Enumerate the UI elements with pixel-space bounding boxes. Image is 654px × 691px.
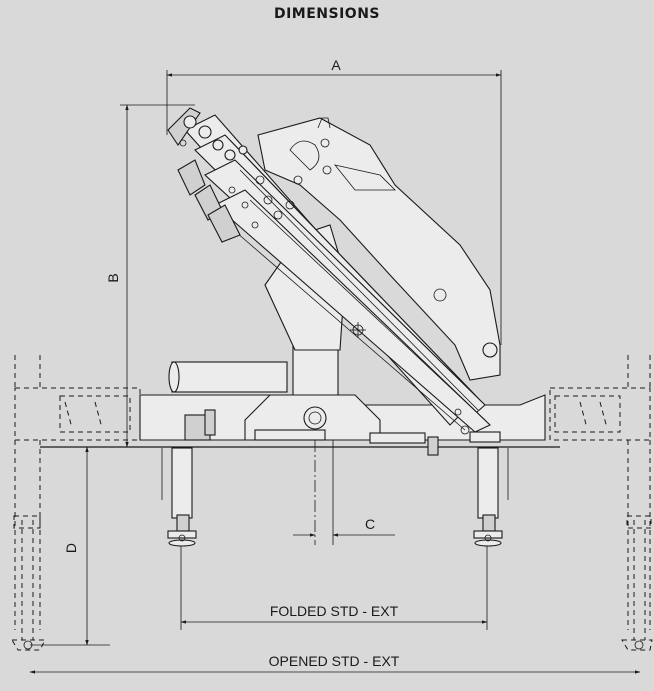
dimension-d: D (30, 446, 110, 646)
boom-head (167, 107, 303, 243)
stabilizer-left-folded (161, 447, 197, 547)
dimension-c-label: C (365, 516, 375, 532)
dimension-d-label: D (63, 543, 79, 553)
dimension-b-label: B (105, 273, 121, 282)
stabilizer-right-folded (473, 447, 509, 547)
outrigger-right-extended (549, 355, 653, 651)
dimension-opened-label: OPENED STD - EXT (269, 653, 400, 669)
dimension-opened: OPENED STD - EXT (29, 653, 641, 674)
dimension-a: A (166, 57, 502, 345)
dimension-b: B (105, 104, 195, 448)
folded-boom (184, 114, 501, 435)
dimension-folded-label: FOLDED STD - EXT (270, 603, 399, 619)
dimension-folded: FOLDED STD - EXT (180, 545, 488, 630)
page-title: DIMENSIONS (273, 6, 381, 22)
outrigger-left-extended (11, 355, 141, 651)
dimension-a-label: A (331, 57, 341, 73)
